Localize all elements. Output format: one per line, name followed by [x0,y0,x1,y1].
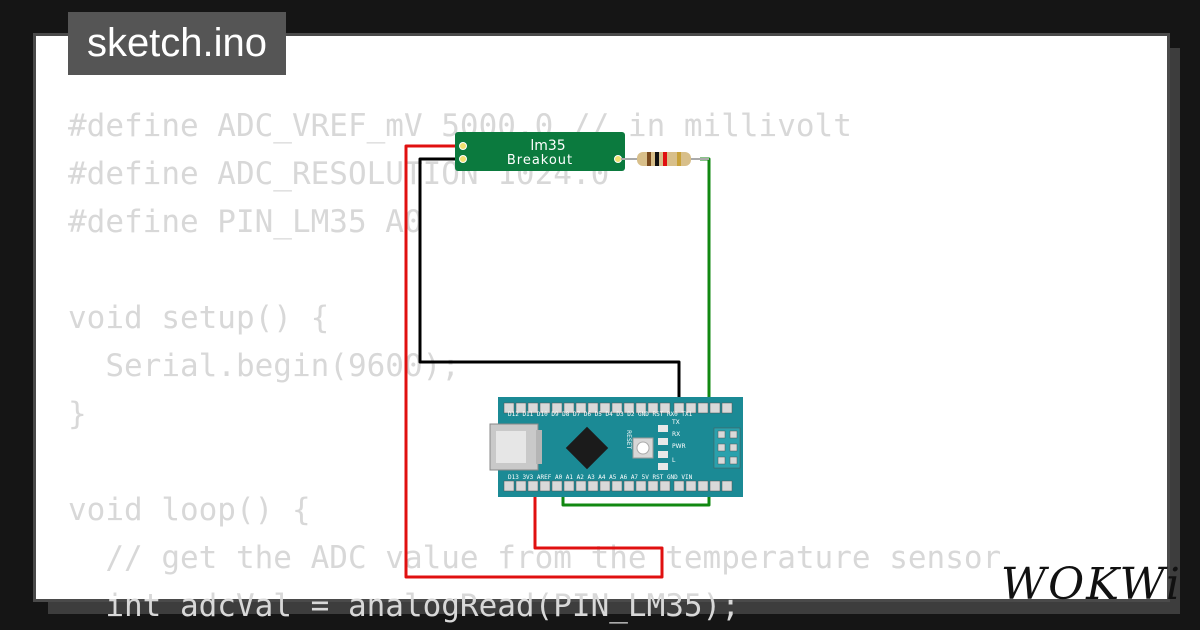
pwr-led-label: PWR [672,443,686,450]
icsp-header [713,427,741,469]
code-line: int adcVal = analogRead(PIN_LM35); [68,588,740,624]
tx-led-label: TX [671,419,680,426]
l-led-label: L [672,457,676,464]
code-line: void setup() { [68,300,330,336]
code-line: #define ADC_VREF_mV 5000.0 // in millivo… [68,108,852,144]
usb-port-icon [489,423,542,471]
code-line: #define PIN_LM35 A0 [68,204,423,240]
reset-button[interactable] [632,437,654,459]
reset-label: RESET [625,430,632,450]
resistor[interactable] [621,152,709,166]
code-line: // get the ADC value from the temperatur… [68,540,1002,576]
wokwi-logo: WOKWi [1000,559,1182,610]
sensor-name-label: lm35 [530,138,565,154]
code-line: } [68,396,87,432]
gnd-wire-black[interactable] [418,157,681,404]
code-line: void loop() { [68,492,311,528]
file-tab[interactable]: sketch.ino [68,12,286,75]
preview-card: #define ADC_VREF_mV 5000.0 // in millivo… [33,33,1170,624]
vcc-wire-red[interactable] [404,144,664,579]
status-leds [658,425,668,470]
arduino-nano-board[interactable]: D12 D11 D10 D9 D8 D7 D6 D5 D4 D3 D2 GND … [489,397,743,497]
nano-bottom-pin-labels: D13 3V3 AREF A0 A1 A2 A3 A4 A5 A6 A7 5V … [508,474,693,481]
lm35-breakout-board[interactable]: lm35 Breakout [455,132,625,171]
sensor-breakout-label: Breakout [507,153,573,168]
nano-top-pin-labels: D12 D11 D10 D9 D8 D7 D6 D5 D4 D3 D2 GND … [508,411,693,418]
rx-led-label: RX [672,431,680,438]
code-line: Serial.begin(9600); [68,348,460,384]
code-background: #define ADC_VREF_mV 5000.0 // in millivo… [68,102,1001,630]
